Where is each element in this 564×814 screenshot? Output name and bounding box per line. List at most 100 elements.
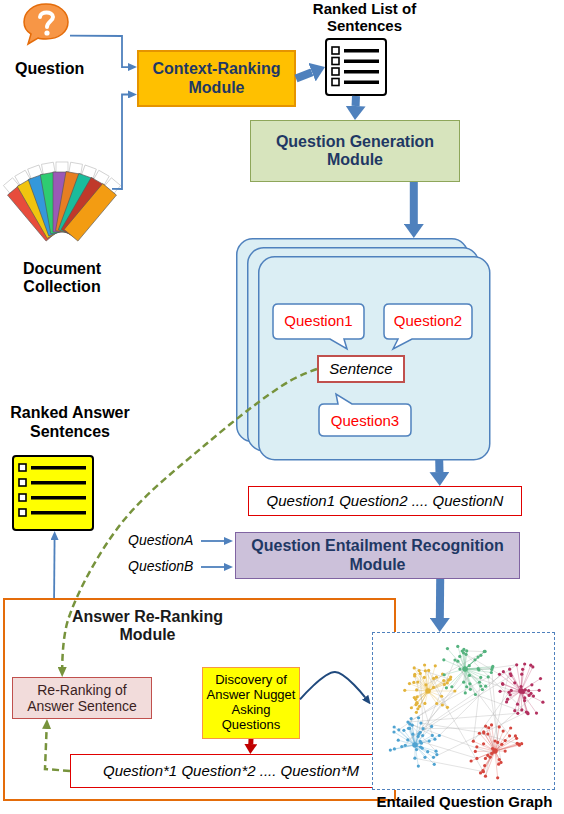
graph-dot: [434, 750, 437, 753]
list-line: [344, 81, 379, 85]
graph-hub: [518, 688, 524, 694]
process-box: Re-Ranking of Answer Sentence: [12, 677, 152, 719]
node-text: Question1 Question2 .... QuestionN: [267, 492, 504, 509]
question-glyph: [40, 13, 53, 28]
graph-dot: [519, 685, 522, 688]
node-text: Document Collection: [7, 260, 117, 297]
node-text: Sentence: [329, 360, 392, 377]
graph-dot: [456, 645, 459, 648]
graph-dot: [486, 732, 489, 735]
input-arrow: [201, 566, 224, 568]
graph-link: [458, 646, 465, 669]
graph-dot: [413, 757, 416, 760]
graph-dot: [414, 703, 417, 706]
graph-link: [394, 727, 415, 745]
graph-panel-art: [373, 633, 556, 791]
graph-dot: [435, 702, 438, 705]
graph-link: [492, 669, 498, 742]
graph-link: [485, 669, 509, 776]
graph-dot: [426, 750, 429, 753]
graph-dot: [468, 664, 471, 667]
graph-dot: [435, 753, 438, 756]
list-bullet: [332, 79, 339, 86]
graph-link: [488, 677, 501, 762]
graph-dot: [527, 694, 530, 697]
graph-dot: [441, 703, 444, 706]
graph-link: [479, 733, 495, 751]
graph-dot: [479, 654, 482, 657]
graph-dot: [402, 729, 405, 732]
graph-link: [447, 649, 465, 669]
graph-dot: [447, 679, 450, 682]
question-callout: Question1: [272, 303, 365, 350]
graph-dot: [498, 690, 501, 693]
graph-link: [473, 692, 509, 741]
graph-dot: [513, 681, 516, 684]
graph-link: [465, 651, 485, 669]
graph-dot: [509, 726, 512, 729]
graph-dot: [415, 748, 418, 751]
graph-dot: [513, 709, 516, 712]
graph-dot: [423, 756, 426, 759]
graph-dot: [432, 686, 435, 689]
graph-link: [510, 669, 521, 691]
graph-dot: [410, 706, 413, 709]
graph-dot: [520, 673, 523, 676]
graph-dot: [423, 663, 426, 666]
graph-link: [499, 696, 533, 727]
graph-dot: [477, 668, 480, 671]
list-line: [31, 481, 86, 485]
graph-dot: [482, 742, 485, 745]
question-glyph: [44, 30, 49, 35]
graph-dot: [478, 732, 481, 735]
graph-hub: [425, 688, 431, 694]
node-text: Question3: [331, 412, 399, 429]
graph-dot: [505, 700, 508, 703]
graph-link: [521, 679, 541, 691]
sentence-card-stack: Question1Question2SentenceQuestion3: [236, 238, 490, 460]
list-line: [31, 466, 86, 470]
graph-dot: [435, 676, 438, 679]
graph-link: [433, 712, 526, 757]
graph-link: [465, 651, 485, 669]
graph-dot: [413, 666, 416, 669]
graph-dot: [445, 686, 448, 689]
list-line: [344, 60, 379, 64]
graph-link: [408, 677, 488, 722]
input-arrow: [201, 540, 224, 542]
graph-hub: [462, 666, 468, 672]
graph-dot: [502, 729, 505, 732]
graph-dot: [483, 650, 486, 653]
graph-dot: [498, 758, 501, 761]
graph-dot: [523, 696, 526, 699]
graph-dot: [487, 675, 490, 678]
graph-dot: [453, 658, 456, 661]
graph-link: [465, 655, 481, 669]
graph-dot: [393, 747, 396, 750]
graph-dot: [408, 727, 411, 730]
graph-dot: [529, 664, 532, 667]
graph-dot: [427, 669, 430, 672]
graph-dot: [411, 733, 414, 736]
graph-dot: [433, 738, 436, 741]
graph-dot: [498, 725, 501, 728]
graph-dot: [443, 683, 446, 686]
graph-link: [390, 745, 415, 750]
graph-link: [421, 723, 484, 733]
graph-dot: [417, 732, 420, 735]
input-label: QuestionA: [128, 532, 193, 548]
graph-dot: [423, 702, 426, 705]
flow-arrow: [410, 182, 418, 224]
question-icon-art: [22, 2, 70, 44]
graph-dot: [493, 739, 496, 742]
list-line: [31, 511, 86, 515]
question-list-box: Question1 Question2 .... QuestionN: [248, 486, 522, 516]
graph-link: [429, 670, 448, 707]
graph-dot: [506, 698, 509, 701]
node-text: Answer Re-Ranking Module: [60, 608, 235, 645]
graph-dot: [430, 725, 433, 728]
graph-dot: [442, 679, 445, 682]
graph-link: [521, 691, 543, 702]
graph-dot: [508, 668, 511, 671]
graph-dot: [419, 672, 422, 675]
